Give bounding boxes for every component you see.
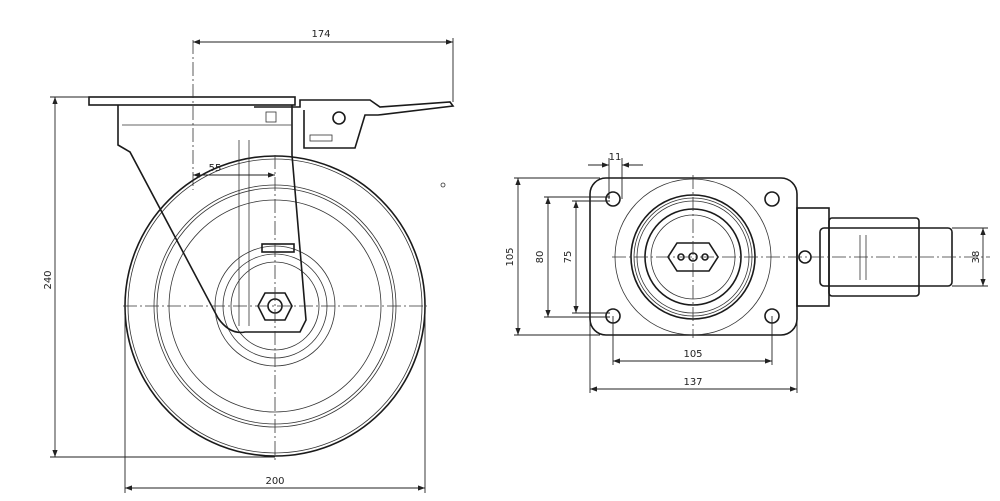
mounting-plate bbox=[589, 177, 798, 336]
mounting-hole bbox=[764, 191, 780, 207]
dimension-label: 174 bbox=[311, 29, 330, 40]
dimension-240: 240 bbox=[43, 96, 275, 458]
dimension-200: 200 bbox=[124, 306, 426, 493]
dimension-137: 137 bbox=[589, 320, 798, 393]
centerlines bbox=[123, 40, 427, 460]
dimension-105-horizontal: 105 bbox=[612, 316, 773, 365]
brake-lever bbox=[254, 99, 455, 149]
reference-dot bbox=[440, 182, 446, 188]
dimension-label: 75 bbox=[563, 251, 574, 264]
top-view: 11 105 80 75 105 bbox=[505, 152, 990, 393]
dimension-label: 80 bbox=[535, 251, 546, 264]
dimension-label: 38 bbox=[971, 251, 982, 264]
dimension-label: 240 bbox=[43, 270, 54, 289]
mounting-hole bbox=[605, 191, 621, 207]
dimension-label: 137 bbox=[683, 377, 702, 388]
centerlines bbox=[612, 175, 990, 338]
top-plate bbox=[88, 96, 307, 334]
dimension-label: 105 bbox=[505, 247, 516, 266]
dimension-label: 105 bbox=[683, 349, 702, 360]
dimension-75: 75 bbox=[563, 200, 610, 314]
dimension-11: 11 bbox=[588, 152, 643, 199]
dimension-label: 11 bbox=[609, 152, 622, 163]
dimension-55: 55 bbox=[193, 163, 275, 178]
dimension-label: 200 bbox=[265, 476, 284, 487]
dimension-105-vertical: 105 bbox=[505, 177, 600, 336]
label-plate bbox=[261, 243, 295, 253]
dimension-80: 80 bbox=[535, 196, 610, 318]
dimension-label: 55 bbox=[209, 163, 222, 174]
side-view: 174 55 240 200 bbox=[43, 29, 455, 493]
dimension-38: 38 bbox=[952, 227, 988, 287]
dimension-174: 174 bbox=[193, 29, 454, 102]
